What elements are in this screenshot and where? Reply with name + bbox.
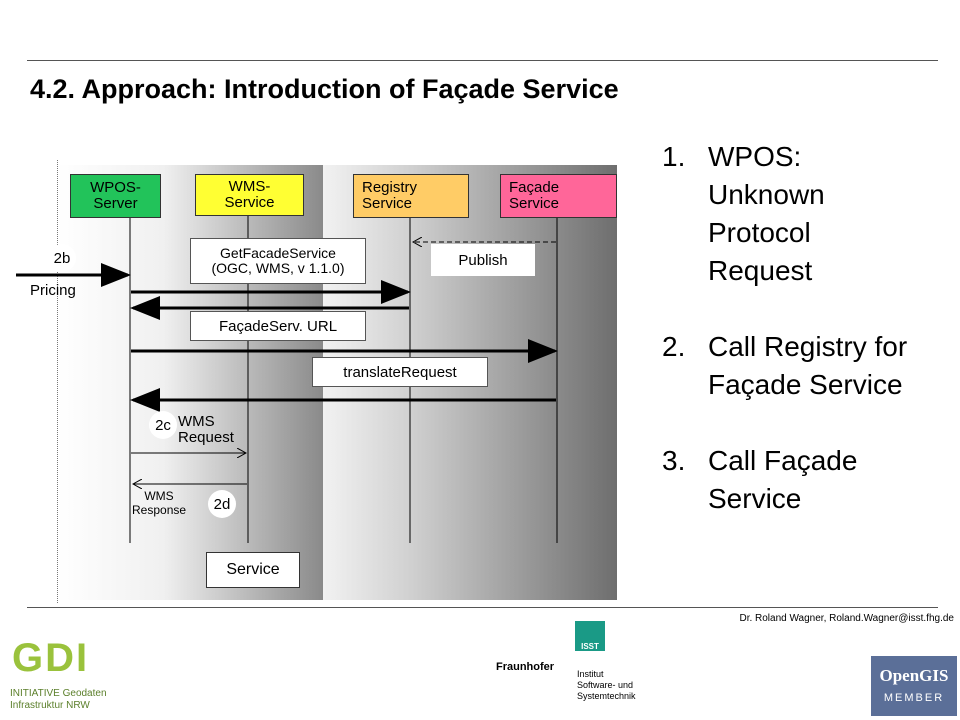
- participant-label: WMS- Service: [224, 178, 275, 211]
- steps-list: 1. WPOS: Unknown Protocol Request 2. Cal…: [662, 138, 952, 556]
- participant-facade-service: Façade Service: [500, 174, 617, 218]
- participant-label: WPOS- Server: [90, 179, 141, 212]
- step-number: 2.: [662, 331, 686, 362]
- label-wms-request: WMS Request: [178, 413, 234, 446]
- isst-logo: ISST: [575, 621, 605, 651]
- step-item-3: 3. Call Façade Service: [662, 442, 952, 518]
- opengis-logo-line-1: OpenGIS: [879, 666, 949, 685]
- dotted-boundary: [57, 160, 58, 603]
- opengis-member-logo: OpenGIS MEMBER: [871, 656, 957, 716]
- badge-2b: 2b: [48, 244, 76, 272]
- message-publish: Publish: [431, 244, 535, 276]
- author-credit: Dr. Roland Wagner, Roland.Wagner@isst.fh…: [739, 613, 954, 624]
- step-item-1: 1. WPOS: Unknown Protocol Request: [662, 138, 952, 290]
- bottom-rule: [27, 607, 938, 608]
- message-translate-request: translateRequest: [312, 357, 488, 387]
- participant-wpos-server: WPOS- Server: [70, 174, 161, 218]
- step-number: 1.: [662, 141, 686, 172]
- service-box: Service: [206, 552, 300, 588]
- lane-background-1: [57, 165, 323, 600]
- step-text: WPOS: Unknown Protocol Request: [708, 141, 825, 286]
- top-rule: [27, 60, 938, 61]
- badge-2d: 2d: [208, 490, 236, 518]
- slide-title: 4.2. Approach: Introduction of Façade Se…: [30, 74, 619, 104]
- isst-badge: ISST: [581, 642, 599, 651]
- step-text: Call Registry for Façade Service: [708, 331, 908, 400]
- gdi-logo-subtitle-1: INITIATIVE Geodaten: [10, 688, 107, 699]
- opengis-logo-line-2: MEMBER: [883, 692, 945, 704]
- label-pricing: Pricing: [30, 282, 76, 299]
- participant-wms-service: WMS- Service: [195, 174, 304, 216]
- isst-institute-text: Institut Software- und Systemtechnik: [577, 669, 636, 701]
- step-number: 3.: [662, 445, 686, 476]
- badge-2c: 2c: [149, 411, 177, 439]
- participant-registry-service: Registry Service: [353, 174, 469, 218]
- label-wms-response: WMS Response: [132, 489, 187, 517]
- participant-label: Façade Service: [509, 179, 560, 212]
- step-item-2: 2. Call Registry for Façade Service: [662, 328, 952, 404]
- message-facade-url: FaçadeServ. URL: [190, 311, 366, 341]
- gdi-logo-subtitle-2: Infrastruktur NRW: [10, 700, 90, 711]
- participant-label: Registry Service: [362, 179, 418, 212]
- message-get-facade-service: GetFacadeService (OGC, WMS, v 1.1.0): [190, 238, 366, 284]
- gdi-logo-mark: GDI: [12, 636, 90, 680]
- step-text: Call Façade Service: [708, 445, 858, 514]
- gdi-nrw-logo: GDI INITIATIVE Geodaten Infrastruktur NR…: [4, 636, 124, 716]
- fraunhofer-label: Fraunhofer: [496, 661, 555, 673]
